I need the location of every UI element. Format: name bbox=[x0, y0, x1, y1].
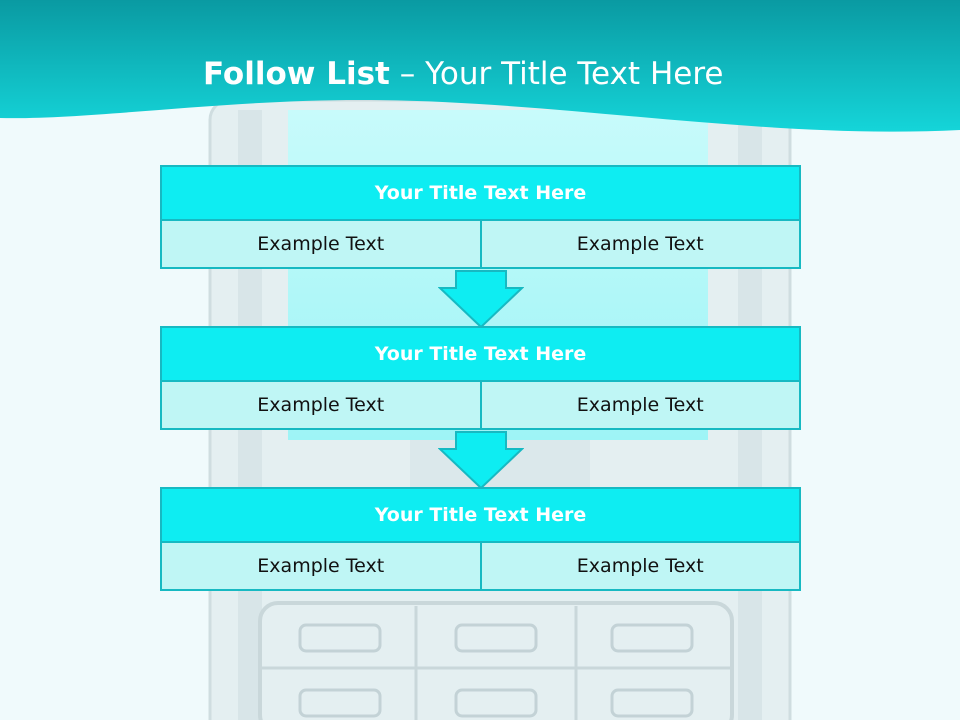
step-cell-left: Example Text bbox=[160, 380, 482, 430]
down-arrow-icon bbox=[438, 270, 524, 328]
slide-title-bold: Follow List bbox=[203, 56, 390, 92]
step-cell-right: Example Text bbox=[479, 541, 801, 591]
step-cell-right: Example Text bbox=[479, 380, 801, 430]
header-banner bbox=[0, 0, 960, 132]
step-row: Example Text Example Text bbox=[160, 219, 801, 269]
slide-title-rest: – Your Title Text Here bbox=[389, 56, 724, 92]
step-title: Your Title Text Here bbox=[160, 326, 801, 382]
step-cell-left: Example Text bbox=[160, 219, 482, 269]
step-title: Your Title Text Here bbox=[160, 165, 801, 221]
step-block-3: Your Title Text Here Example Text Exampl… bbox=[160, 487, 801, 591]
step-block-2: Your Title Text Here Example Text Exampl… bbox=[160, 326, 801, 430]
step-row: Example Text Example Text bbox=[160, 541, 801, 591]
step-title: Your Title Text Here bbox=[160, 487, 801, 543]
slide-title: Follow List – Your Title Text Here bbox=[203, 56, 723, 92]
step-cell-left: Example Text bbox=[160, 541, 482, 591]
step-cell-right: Example Text bbox=[479, 219, 801, 269]
step-block-1: Your Title Text Here Example Text Exampl… bbox=[160, 165, 801, 269]
step-row: Example Text Example Text bbox=[160, 380, 801, 430]
down-arrow-icon bbox=[438, 431, 524, 489]
